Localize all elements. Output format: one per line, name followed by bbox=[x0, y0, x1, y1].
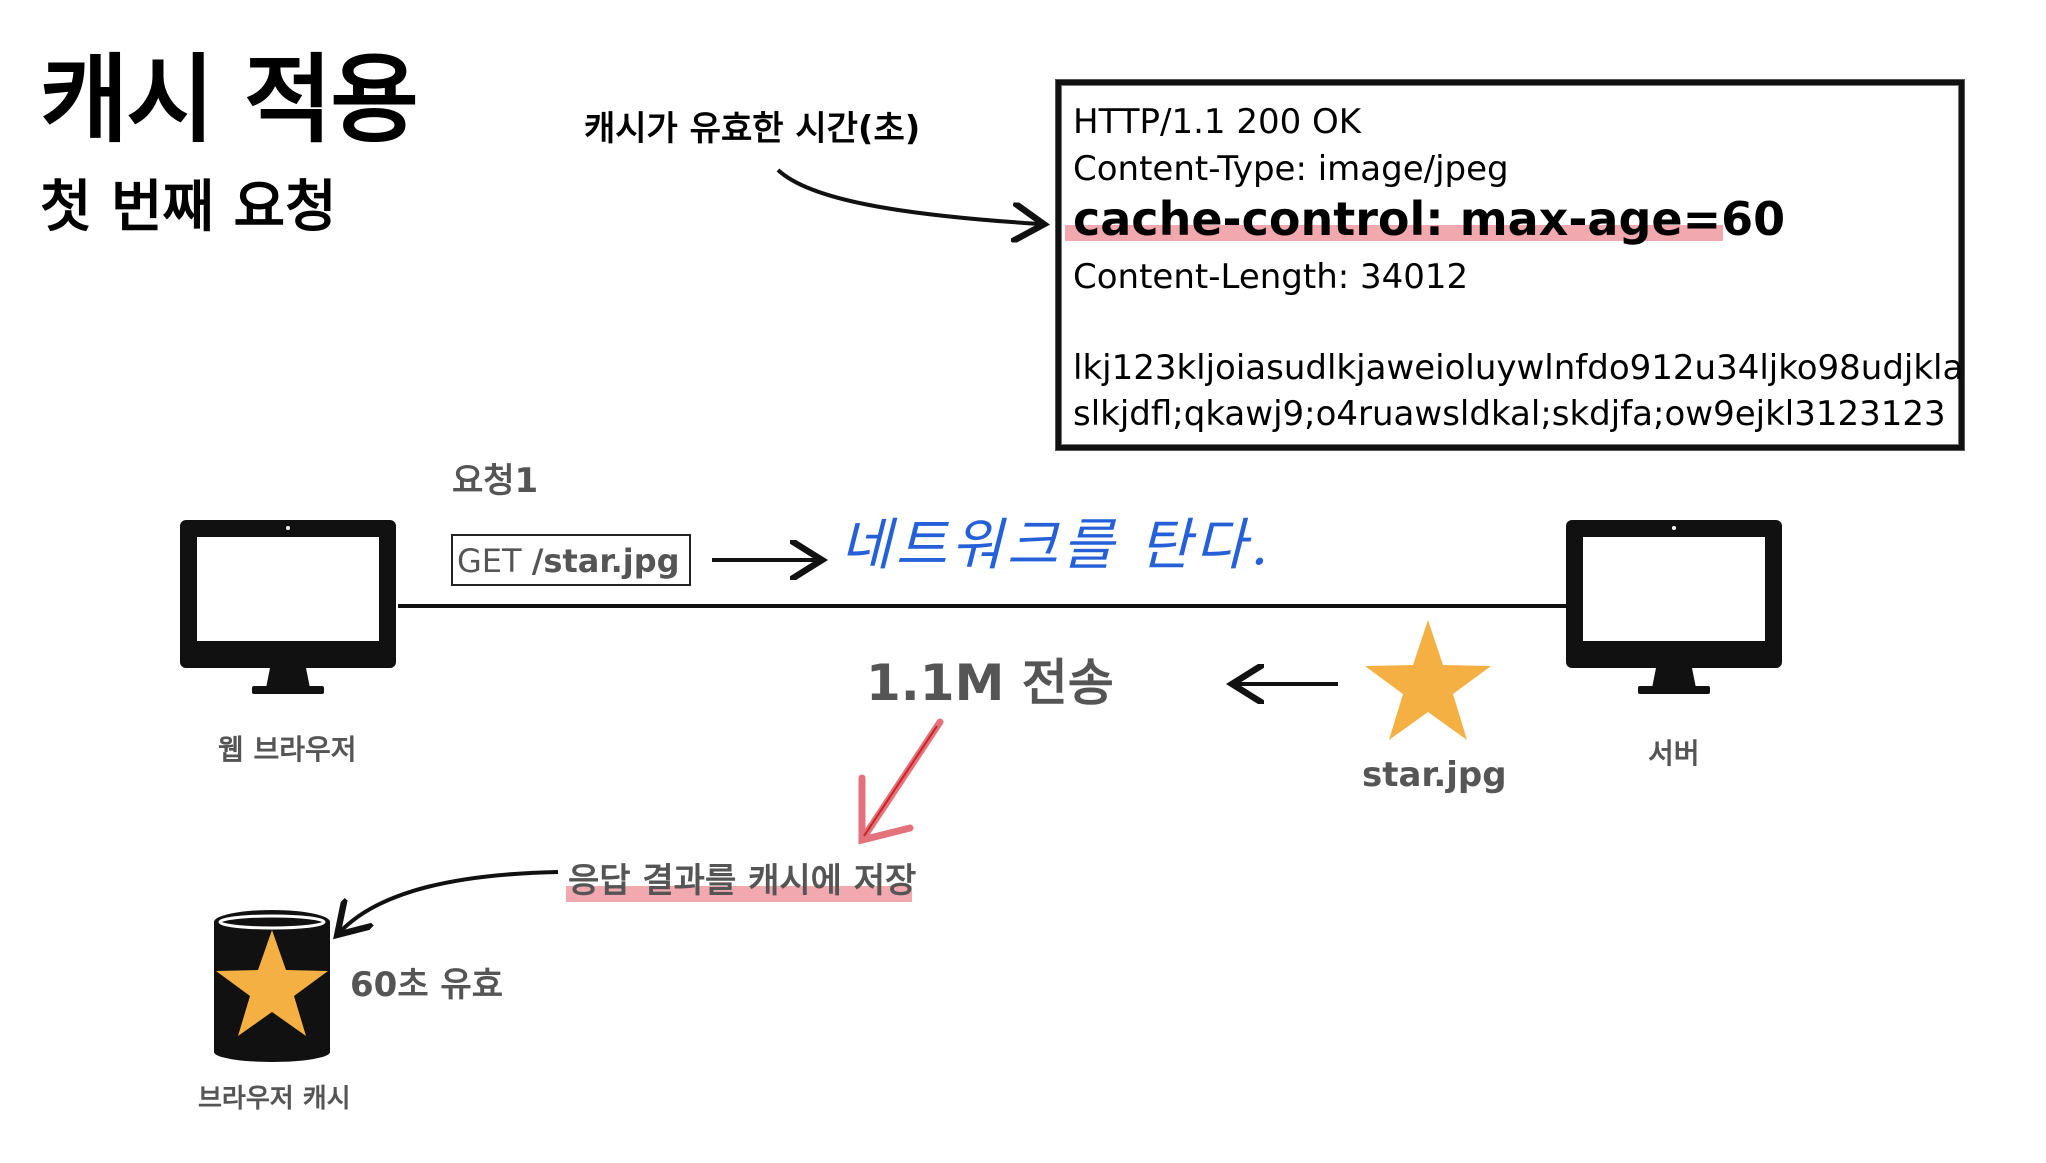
network-note: 네트워크를 탄다. bbox=[840, 513, 1273, 578]
star-file-label: star.jpg bbox=[1362, 755, 1507, 795]
response-status-line: HTTP/1.1 200 OK bbox=[1073, 102, 1362, 142]
browser-label: 웹 브라우저 bbox=[218, 733, 357, 766]
response-content-type: Content-Type: image/jpeg bbox=[1073, 149, 1509, 189]
request-method: GET bbox=[457, 542, 522, 580]
page-title: 캐시 적용 bbox=[40, 44, 419, 156]
transfer-label: 1.1M 전송 bbox=[866, 654, 1114, 712]
web-browser-monitor-icon bbox=[180, 520, 396, 694]
star-file-icon bbox=[1365, 620, 1491, 740]
response-content-length: Content-Length: 34012 bbox=[1073, 257, 1469, 297]
cache-control-highlight bbox=[1065, 225, 1723, 241]
request-box: GET /star.jpg bbox=[451, 534, 691, 586]
server-label: 서버 bbox=[1648, 737, 1700, 770]
response-cache-control: cache-control: max-age=60 bbox=[1073, 192, 1786, 246]
http-response-box: HTTP/1.1 200 OK Content-Type: image/jpeg… bbox=[1056, 80, 1964, 450]
browser-cache-icon bbox=[214, 910, 330, 1062]
store-highlight bbox=[566, 886, 912, 902]
ttl-arrow bbox=[776, 168, 1040, 224]
server-monitor-icon bbox=[1566, 520, 1782, 694]
request-path: /star.jpg bbox=[531, 542, 680, 580]
cache-valid-label: 60초 유효 bbox=[350, 965, 503, 1005]
response-body-line-2: slkjdfl;qkawj9;o4ruawsldkal;skdjfa;ow9ej… bbox=[1073, 394, 1946, 434]
response-body-line-1: lkj123kljoiasudlkjaweioluywlnfdo912u34lj… bbox=[1073, 348, 1964, 388]
cache-ttl-annotation: 캐시가 유효한 시간(초) bbox=[584, 109, 921, 149]
request-label: 요청1 bbox=[452, 461, 539, 501]
request-line: GET /star.jpg bbox=[457, 545, 680, 577]
store-arrow bbox=[340, 870, 559, 932]
browser-cache-label: 브라우저 캐시 bbox=[198, 1084, 351, 1114]
store-label: 응답 결과를 캐시에 저장 bbox=[568, 861, 917, 901]
page-subtitle: 첫 번째 요청 bbox=[40, 175, 337, 240]
